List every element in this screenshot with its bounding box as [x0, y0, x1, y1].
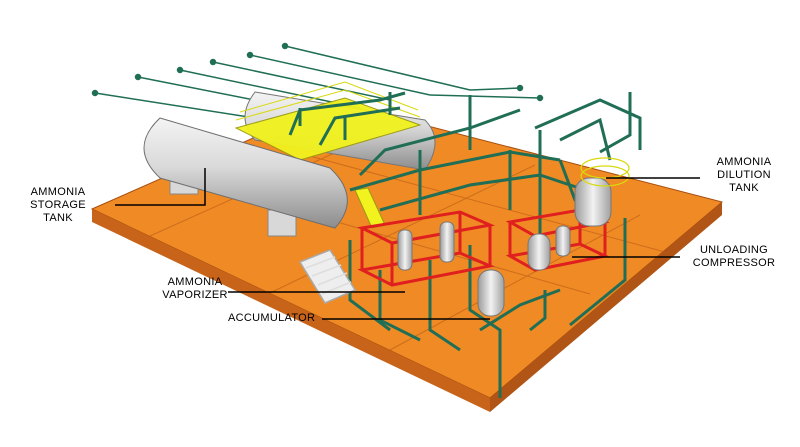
leader-lines — [115, 168, 700, 320]
label-ammonia-dilution-tank: AMMONIA DILUTION TANK — [716, 156, 772, 194]
label-ammonia-storage-tank: AMMONIA STORAGE TANK — [30, 186, 86, 224]
dilution-tank-vessel — [574, 157, 630, 227]
accumulator-vessel — [477, 269, 505, 317]
label-unloading-compressor: UNLOADING COMPRESSOR — [692, 244, 776, 269]
label-ammonia-vaporizer: AMMONIA VAPORIZER — [162, 276, 228, 301]
vaporizer-vessels — [397, 221, 455, 271]
compressor-vessels — [527, 225, 571, 271]
storage-tank-front — [143, 117, 348, 237]
label-accumulator: ACCUMULATOR — [228, 312, 316, 324]
tank-top-piping — [288, 91, 406, 146]
stairs — [298, 249, 357, 304]
vaporizer-frame — [357, 210, 496, 287]
leader-storage-tank — [115, 168, 206, 206]
